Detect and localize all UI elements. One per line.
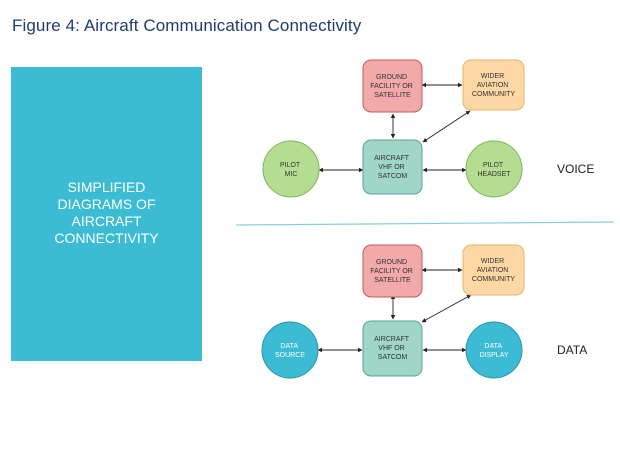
voice-ground-line3: SATELLITE — [374, 92, 411, 99]
data-left-line1: DATA — [280, 343, 298, 350]
data-wider-node: WIDER AVIATION COMMUNITY — [462, 244, 525, 296]
data-diagram: GROUND FACILITY OR SATELLITE WIDER AVIAT… — [261, 244, 587, 379]
data-link-aircraft-wider — [421, 294, 472, 323]
voice-wider-line1: WIDER — [481, 73, 504, 80]
side-panel-text: SIMPLIFIED DIAGRAMS OF AIRCRAFT CONNECTI… — [54, 179, 159, 246]
svg-text:AIRCRAFT VHF OR: AIRCRAFT VHF OR SATCOM — [374, 336, 411, 361]
voice-right-node: PILOT HEADSET — [465, 140, 523, 198]
voice-diagram: GROUND FACILITY OR SATELLITE WIDER AVIAT… — [262, 59, 594, 198]
data-wider-line1: WIDER — [481, 258, 504, 265]
svg-text:GROUND FACILITY OR: GROUND FACILITY OR SATELLITE — [370, 259, 415, 284]
data-aircraft-line2: VHF OR — [378, 345, 404, 352]
figure-title: Figure 4: Aircraft Communication Connect… — [12, 16, 362, 35]
data-left-node: DATA SOURCE — [261, 321, 319, 379]
data-wider-line3: COMMUNITY — [472, 276, 515, 283]
voice-wider-line3: COMMUNITY — [472, 91, 515, 98]
voice-left-node: PILOT MIC — [262, 140, 320, 198]
voice-aircraft-node: AIRCRAFT VHF OR SATCOM — [362, 139, 423, 195]
voice-ground-node: GROUND FACILITY OR SATELLITE — [362, 59, 423, 113]
svg-text:WIDER AVIATION: WIDER AVIATION COMMUNITY — [472, 258, 515, 283]
data-wider-line2: AVIATION — [477, 267, 509, 274]
voice-wider-line2: AVIATION — [477, 82, 509, 89]
svg-text:PILOT MIC: PILOT MIC — [280, 162, 302, 178]
voice-left-line1: PILOT — [280, 162, 301, 169]
voice-aircraft-line2: VHF OR — [378, 164, 404, 171]
svg-text:DATA SOURCE: DATA SOURCE — [275, 343, 305, 359]
voice-aircraft-line3: SATCOM — [378, 173, 408, 180]
section-divider — [235, 221, 615, 226]
voice-left-line2: MIC — [285, 171, 298, 178]
svg-text:AIRCRAFT VHF OR: AIRCRAFT VHF OR SATCOM — [374, 155, 411, 180]
voice-right-line1: PILOT — [483, 162, 504, 169]
data-aircraft-line3: SATCOM — [378, 354, 408, 361]
data-right-line1: DATA — [484, 343, 502, 350]
voice-ground-line2: FACILITY OR — [370, 83, 413, 90]
data-aircraft-node: AIRCRAFT VHF OR SATCOM — [362, 320, 423, 377]
data-left-line2: SOURCE — [275, 352, 305, 359]
data-ground-line1: GROUND — [376, 259, 407, 266]
voice-wider-node: WIDER AVIATION COMMUNITY — [462, 59, 525, 111]
data-label: DATA — [557, 343, 587, 357]
svg-text:DATA DISPLAY: DATA DISPLAY — [479, 343, 508, 359]
voice-aircraft-line1: AIRCRAFT — [374, 155, 410, 162]
voice-label: VOICE — [557, 162, 594, 176]
data-right-line2: DISPLAY — [479, 352, 508, 359]
svg-text:GROUND FACILITY OR: GROUND FACILITY OR SATELLITE — [370, 74, 415, 99]
svg-text:WIDER AVIATION: WIDER AVIATION COMMUNITY — [472, 73, 515, 98]
voice-link-aircraft-wider — [422, 110, 471, 143]
data-ground-node: GROUND FACILITY OR SATELLITE — [362, 244, 423, 298]
data-ground-line2: FACILITY OR — [370, 268, 413, 275]
side-panel: SIMPLIFIED DIAGRAMS OF AIRCRAFT CONNECTI… — [11, 67, 202, 361]
voice-right-line2: HEADSET — [477, 171, 511, 178]
svg-text:PILOT HEADSET: PILOT HEADSET — [477, 162, 511, 178]
data-right-node: DATA DISPLAY — [465, 321, 523, 379]
voice-ground-line1: GROUND — [376, 74, 407, 81]
data-ground-line3: SATELLITE — [374, 277, 411, 284]
data-aircraft-line1: AIRCRAFT — [374, 336, 410, 343]
